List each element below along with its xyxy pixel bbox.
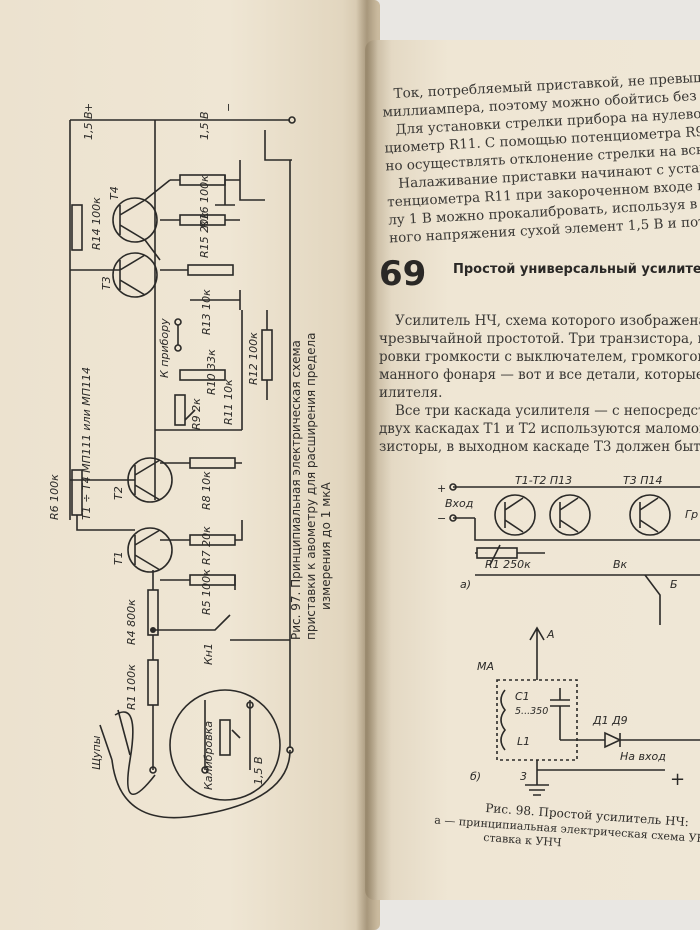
- label-r15: R15 20к: [198, 212, 211, 258]
- section-title: Простой универсальный усилите: [453, 262, 700, 277]
- label-r7: R7 20к: [200, 526, 213, 565]
- label-minus: −: [222, 103, 235, 112]
- para2-line2: чрезвычайной простотой. Три транзистора,…: [379, 331, 700, 347]
- fig98-three-label: 3: [520, 770, 527, 783]
- label-t3: Т3: [100, 276, 113, 290]
- label-t4: Т4: [108, 186, 121, 200]
- label-r9: R9 2к: [190, 398, 203, 430]
- label-r1: R1 100к: [125, 664, 138, 710]
- fig98-antenna-label: А: [546, 628, 555, 641]
- section-number: 69: [379, 254, 426, 294]
- figure-98a-schematic: Т1-Т2 П13 Т3 П14 + Вход − R1 250к Вк Б а…: [437, 474, 700, 625]
- resistor-r9: [174, 394, 186, 426]
- fig98-t3-label: Т3 П14: [623, 474, 662, 487]
- resistor-r14: [71, 204, 83, 251]
- fig98-l1-label: L1: [517, 735, 530, 748]
- label-r6: R6 100к: [48, 474, 61, 520]
- label-kn1: Кн1: [202, 643, 215, 665]
- fig98-b-plus-label: +: [670, 769, 685, 790]
- label-r12: R12 100к: [247, 332, 260, 385]
- label-probes: Щупы: [90, 735, 103, 770]
- para2-line5: илителя.: [379, 385, 442, 401]
- label-t1: Т1: [112, 551, 125, 565]
- label-supply-voltage-b: 1,5 В: [198, 111, 211, 140]
- label-r14: R14 100к: [90, 197, 103, 250]
- fig98-c1-label: С1: [515, 690, 530, 703]
- fig98-r1-label: R1 250к: [485, 558, 531, 571]
- label-r4: R4 800к: [125, 599, 138, 645]
- right-page: [365, 40, 700, 900]
- resistor-r1: [147, 659, 159, 706]
- fig98-to-input-label: На вход: [620, 750, 666, 763]
- fig98-d1-label: Д1 Д9: [592, 714, 628, 727]
- resistor-r13: [187, 264, 234, 276]
- resistor-r8: [189, 457, 236, 469]
- fig98-vk-label: Вк: [613, 558, 628, 571]
- figure-98b-schematic: А МА С1 5...350 L1 Д1 Д9 На вход 3 б) +: [470, 626, 700, 796]
- right-page-content: Ток, потребляемый приставкой, не превыш …: [379, 70, 700, 849]
- label-r11: R11 10к: [222, 379, 235, 425]
- fig98-plus-label: +: [437, 482, 446, 495]
- label-r8: R8 10к: [200, 471, 213, 510]
- label-r13: R13 10к: [200, 289, 213, 335]
- para3-line3: зисторы, в выходном каскаде Т3 должен бы…: [379, 439, 700, 455]
- label-supply-voltage-a: 1,5 В: [82, 111, 95, 140]
- label-t2: Т2: [112, 486, 125, 500]
- calibration-circle: [169, 689, 281, 801]
- para2-line3: ровки громкости с выключателем, громкого…: [379, 349, 700, 365]
- para3-line2: двух каскадах Т1 и Т2 используются малом…: [379, 421, 700, 437]
- fig98-t1t2-label: Т1-Т2 П13: [515, 474, 572, 487]
- fig98-input-label: Вход: [445, 497, 473, 510]
- fig98-ma-label: МА: [477, 660, 494, 673]
- fig98-gr-label: Гр: [685, 508, 698, 521]
- label-calib-voltage: 1,5 В: [252, 756, 265, 785]
- book-gutter: [356, 0, 378, 930]
- fig98-c1-value: 5...350: [515, 706, 548, 717]
- para2-line4: манного фонаря — вот и все детали, котор…: [379, 367, 700, 383]
- fig98-a-label: а): [460, 578, 471, 591]
- para2-line1: Усилитель НЧ, схема которого изображена …: [395, 313, 700, 329]
- label-calibration: Калибровка: [202, 721, 215, 790]
- para3-line1: Все три каскада усилителя — с непосредст…: [395, 403, 700, 419]
- caption-97-line1: Рис. 97. Принципиальная электрическая сх…: [289, 340, 303, 640]
- resistor-r10: [179, 369, 226, 381]
- label-r10: R10 33к: [205, 349, 218, 395]
- label-r16: R16 100к: [198, 175, 211, 228]
- fig98-b-label: Б: [670, 578, 678, 591]
- transistor-t4: [112, 197, 158, 243]
- transistor-t1: [127, 527, 173, 573]
- transistor-t3: [112, 252, 158, 298]
- caption-97-line2: приставки к авометру для расширения пред…: [304, 333, 318, 641]
- label-probe-connector: К прибору: [158, 318, 171, 378]
- caption-98-line3: ставка к УНЧ: [483, 831, 562, 849]
- resistor-r12: [261, 329, 273, 381]
- label-plus: +: [82, 103, 95, 112]
- figure-97-schematic: Т1 ÷ Т4 МП111 или МП114 R6 100к R14 100к…: [48, 103, 333, 819]
- caption-97-line3: измерения до 1 мкА: [319, 482, 333, 610]
- fig98-minus-label: −: [437, 512, 446, 525]
- fig98-b-sub-label: б): [470, 770, 481, 783]
- label-r5: R5 100к: [200, 569, 213, 615]
- label-transistors-note: Т1 ÷ Т4 МП111 или МП114: [80, 367, 93, 520]
